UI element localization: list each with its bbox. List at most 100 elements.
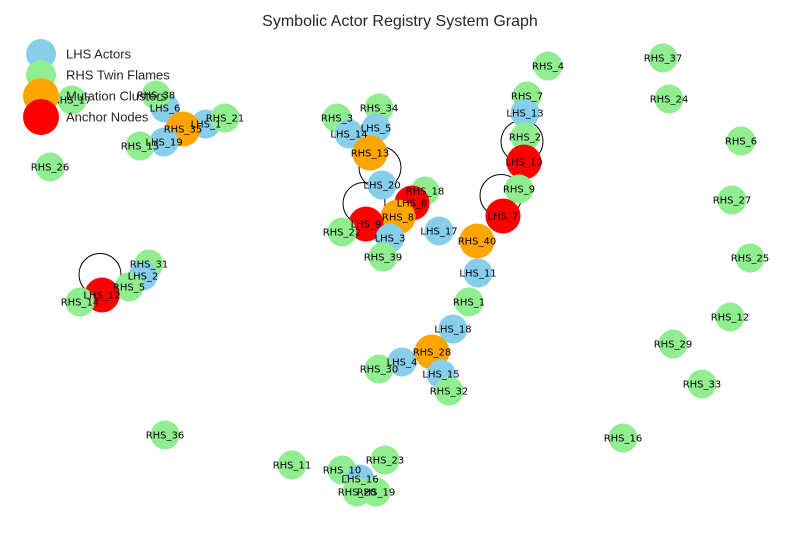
graph-node-rhs-25: [735, 243, 765, 273]
graph-node-lhs-18: [438, 314, 468, 344]
node-label: RHS_26: [31, 163, 70, 174]
node-label: RHS_32: [430, 387, 469, 398]
graph-node-rhs-5: [114, 272, 144, 302]
graph-node-rhs-21: [210, 103, 240, 133]
node-label: LHS_16: [341, 475, 378, 486]
graph-node-rhs-6: [726, 126, 756, 156]
node-label: RHS_7: [511, 92, 543, 103]
graph-node-rhs-13: [352, 135, 388, 171]
graph-node-lhs-17: [424, 216, 454, 246]
node-label: LHS_15: [422, 370, 459, 381]
node-label: RHS_18: [406, 187, 445, 198]
graph-node-lhs-20: [367, 170, 397, 200]
node-label: RHS_10: [323, 466, 362, 477]
legend-label: LHS Actors: [66, 47, 132, 62]
node-label: RHS_6: [725, 137, 757, 148]
node-label: LHS_18: [434, 325, 471, 336]
legend-marker: [23, 99, 59, 135]
node-label: RHS_25: [731, 254, 770, 265]
legend-label: RHS Twin Flames: [66, 68, 170, 83]
graph-node-rhs-19: [361, 477, 391, 507]
graph-node-rhs-24: [654, 84, 684, 114]
node-label: RHS_37: [644, 54, 683, 65]
node-label: RHS_23: [366, 456, 405, 467]
node-label: LHS_4: [387, 358, 418, 369]
graph-node-rhs-26: [35, 152, 65, 182]
node-label: RHS_22: [323, 228, 362, 239]
node-layer: [35, 43, 765, 507]
graph-node-rhs-15: [125, 131, 155, 161]
node-label: RHS_14: [61, 298, 100, 309]
graph-node-rhs-22: [327, 217, 357, 247]
node-label: RHS_29: [654, 340, 693, 351]
graph-node-rhs-32: [434, 376, 464, 406]
node-label: RHS_24: [650, 95, 689, 106]
graph-node-rhs-36: [150, 420, 180, 450]
node-label: LHS_1: [191, 120, 222, 131]
graph-node-rhs-33: [687, 369, 717, 399]
graph-node-lhs-13: [510, 98, 540, 128]
graph-node-rhs-37: [648, 43, 678, 73]
node-label: LHS_8: [397, 199, 428, 210]
graph-node-lhs-19: [149, 127, 179, 157]
node-label: RHS_2: [509, 133, 541, 144]
graph-node-rhs-17: [57, 85, 87, 115]
node-label: RHS_1: [453, 298, 485, 309]
node-label: RHS_12: [711, 313, 750, 324]
graph-node-rhs-12: [715, 302, 745, 332]
graph-node-rhs-1: [454, 287, 484, 317]
node-label: RHS_4: [532, 62, 564, 73]
legend-label: Mutation Clusters: [66, 89, 168, 104]
node-label: RHS_17: [53, 96, 92, 107]
node-label: LHS_2: [128, 272, 159, 283]
graph-node-rhs-40: [459, 223, 495, 259]
graph-node-rhs-39: [368, 242, 398, 272]
node-label: LHS_17: [420, 227, 457, 238]
node-label: RHS_39: [364, 253, 403, 264]
node-label: LHS_6: [150, 104, 181, 115]
graph-node-rhs-4: [533, 51, 563, 81]
legend-marker: [26, 39, 56, 69]
graph-node-lhs-10: [506, 144, 542, 180]
node-label: RHS_33: [683, 380, 722, 391]
node-label: LHS_7: [488, 212, 519, 223]
graph-node-lhs-5: [361, 113, 391, 143]
graph-title: Symbolic Actor Registry System Graph: [262, 13, 538, 30]
node-label: LHS_12: [83, 291, 120, 302]
node-label: RHS_21: [206, 114, 245, 125]
node-label: LHS_9: [351, 220, 382, 231]
node-label: RHS_36: [146, 431, 185, 442]
node-label: RHS_9: [503, 185, 535, 196]
node-label: RHS_27: [713, 196, 752, 207]
graph-node-rhs-16: [608, 423, 638, 453]
node-label: RHS_5: [113, 283, 145, 294]
node-label: RHS_15: [121, 142, 160, 153]
node-label: LHS_11: [459, 269, 496, 280]
graph-node-lhs-14: [334, 119, 364, 149]
node-label: LHS_14: [330, 130, 367, 141]
node-label: RHS_13: [351, 149, 390, 160]
node-label: RHS_20: [338, 488, 377, 499]
node-label: RHS_16: [604, 434, 643, 445]
node-label: RHS_8: [382, 213, 414, 224]
node-label: RHS_35: [164, 125, 203, 136]
graph-node-rhs-30: [364, 354, 394, 384]
node-label: RHS_38: [137, 91, 176, 102]
node-label: LHS_10: [505, 158, 542, 169]
node-label-layer: LHS_6RHS_38RHS_17LHS_1RHS_21RHS_35LHS_19…: [31, 54, 770, 499]
node-label: RHS_11: [273, 461, 312, 472]
graph-node-rhs-29: [658, 329, 688, 359]
node-label: RHS_28: [413, 348, 452, 359]
node-label: LHS_5: [361, 124, 392, 135]
graph-node-lhs-9: [348, 206, 384, 242]
node-label: LHS_3: [375, 234, 406, 245]
node-label: RHS_19: [357, 488, 396, 499]
node-label: LHS_20: [363, 181, 400, 192]
graph-node-rhs-23: [370, 445, 400, 475]
graph-node-rhs-11: [277, 450, 307, 480]
graph-node-lhs-11: [463, 258, 493, 288]
node-label: RHS_30: [360, 365, 399, 376]
graph-node-rhs-9: [504, 174, 534, 204]
